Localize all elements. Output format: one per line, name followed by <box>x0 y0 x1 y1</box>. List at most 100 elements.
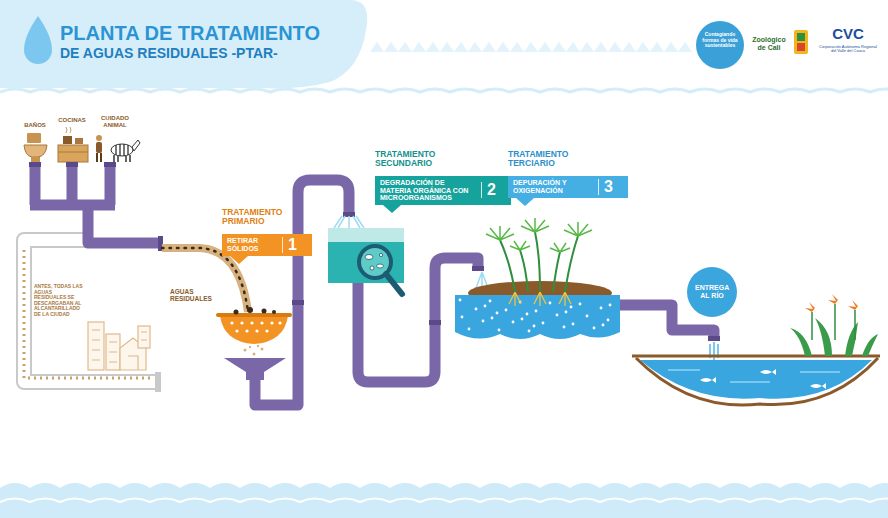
zigzag-tooth <box>510 42 524 52</box>
zoo-logo <box>797 33 805 41</box>
bubble <box>489 300 492 303</box>
logo-circle <box>696 21 744 69</box>
fish <box>700 369 826 389</box>
papyrus-heads <box>486 218 592 252</box>
pipe-flange <box>155 372 161 392</box>
wave-band <box>0 483 888 518</box>
bubble <box>609 304 612 307</box>
title: PLANTA DE TRATAMIENTO DE AGUAS RESIDUALE… <box>60 22 350 61</box>
wetland-water <box>455 295 620 339</box>
wave-line <box>0 499 888 503</box>
bubble <box>528 330 531 333</box>
source-label: COCINAS <box>52 117 92 124</box>
wave-band <box>0 89 888 518</box>
header-band <box>0 0 367 88</box>
step-box: RETIRAR SÓLIDOS1 <box>222 234 312 256</box>
tank <box>328 228 404 283</box>
bubble <box>549 302 552 305</box>
step-text: DEGRADACIÓN DE MATERIA ORGÁNICA CON MICR… <box>380 179 476 202</box>
flow-note: AGUAS RESIDUALES <box>170 288 214 302</box>
water-drop <box>24 16 52 64</box>
pointer-triangle <box>383 205 401 213</box>
bubble <box>468 328 471 331</box>
step-box: DEPURACIÓN Y OXIGENACIÓN 3 <box>508 176 628 198</box>
zigzag-tooth <box>552 42 566 52</box>
pointer-triangle <box>230 256 248 264</box>
city <box>88 322 150 370</box>
zigzag-tooth <box>622 42 636 52</box>
pipe-joint <box>29 162 720 341</box>
bubble <box>521 318 524 321</box>
zigzag-tooth <box>440 42 454 52</box>
step-heading: TRATAMIENTO TERCIARIO <box>508 150 568 168</box>
step-box: DEGRADACIÓN DE MATERIA ORGÁNICA CON MICR… <box>375 176 511 205</box>
magnifier <box>386 274 402 294</box>
source-label: BAÑOS <box>17 122 53 129</box>
bubble <box>565 311 568 314</box>
treatment-step: TRATAMIENTO SECUNDARIO DEGRADACIÓN DE MAT… <box>375 150 511 213</box>
toilet-icon <box>24 133 47 162</box>
zigzag-tooth <box>566 42 580 52</box>
step-heading: TRATAMIENTO PRIMARIO <box>222 208 282 226</box>
step-heading: TRATAMIENTO SECUNDARIO <box>375 150 435 168</box>
animal-care-icon <box>96 135 140 162</box>
bubble <box>512 321 515 324</box>
bubble <box>533 325 536 328</box>
step-number: 3 <box>598 179 613 195</box>
bubble <box>496 312 499 315</box>
zigzag-tooth <box>608 42 622 52</box>
funnel <box>224 358 286 380</box>
zigzag-tooth <box>496 42 510 52</box>
old-pipe <box>24 240 158 382</box>
river-bank <box>636 358 878 405</box>
zoo-logo <box>794 30 808 54</box>
microorganisms <box>365 253 384 270</box>
zigzag-tooth <box>636 42 650 52</box>
source-label: CUIDADO ANIMAL <box>94 115 136 128</box>
bubble <box>572 323 575 326</box>
step-text: DEPURACIÓN Y OXIGENACIÓN <box>513 179 593 194</box>
roots <box>509 292 571 306</box>
river-water <box>640 360 872 399</box>
logo-text: Zoológico de Cali <box>748 36 790 51</box>
circle-text: ENTREGA AL RÍO <box>695 284 729 299</box>
bubble <box>505 309 508 312</box>
zigzag-tooth <box>482 42 496 52</box>
bubble <box>556 314 559 317</box>
bubble <box>526 313 529 316</box>
zigzag-tooth <box>664 42 678 52</box>
old-flow <box>24 250 150 378</box>
sieve-holes <box>230 321 281 332</box>
logo-text: Corporación Autónoma Regional del Valle … <box>818 45 878 54</box>
wastewater-flow <box>162 248 248 312</box>
ripples <box>668 370 840 382</box>
zigzag-tooth <box>426 42 440 52</box>
pipe <box>30 166 714 405</box>
logo-text: CVC <box>820 26 876 43</box>
sieve <box>216 313 292 317</box>
step-number: 2 <box>481 182 496 198</box>
bubble <box>602 324 605 327</box>
papyrus-plants <box>500 232 578 292</box>
bubble <box>461 316 464 319</box>
outflow <box>710 342 718 362</box>
zigzag-tooth <box>398 42 412 52</box>
bubble <box>491 317 494 320</box>
sieve <box>220 316 288 344</box>
bubble <box>600 307 603 310</box>
bubble <box>535 310 538 313</box>
zoo-logo <box>797 43 805 51</box>
bubble <box>475 308 478 311</box>
wastewater-flow <box>162 248 248 312</box>
logo-text: Contagiando formas de vida sustentables <box>700 32 740 49</box>
river-bank <box>632 355 880 358</box>
bubble <box>607 319 610 322</box>
bubble <box>593 327 596 330</box>
kitchen-icon <box>58 127 88 162</box>
zigzag-tooth <box>412 42 426 52</box>
zigzag-band <box>370 42 692 52</box>
zigzag-tooth <box>468 42 482 52</box>
callout-circle: ENTREGA AL RÍO <box>687 267 737 317</box>
